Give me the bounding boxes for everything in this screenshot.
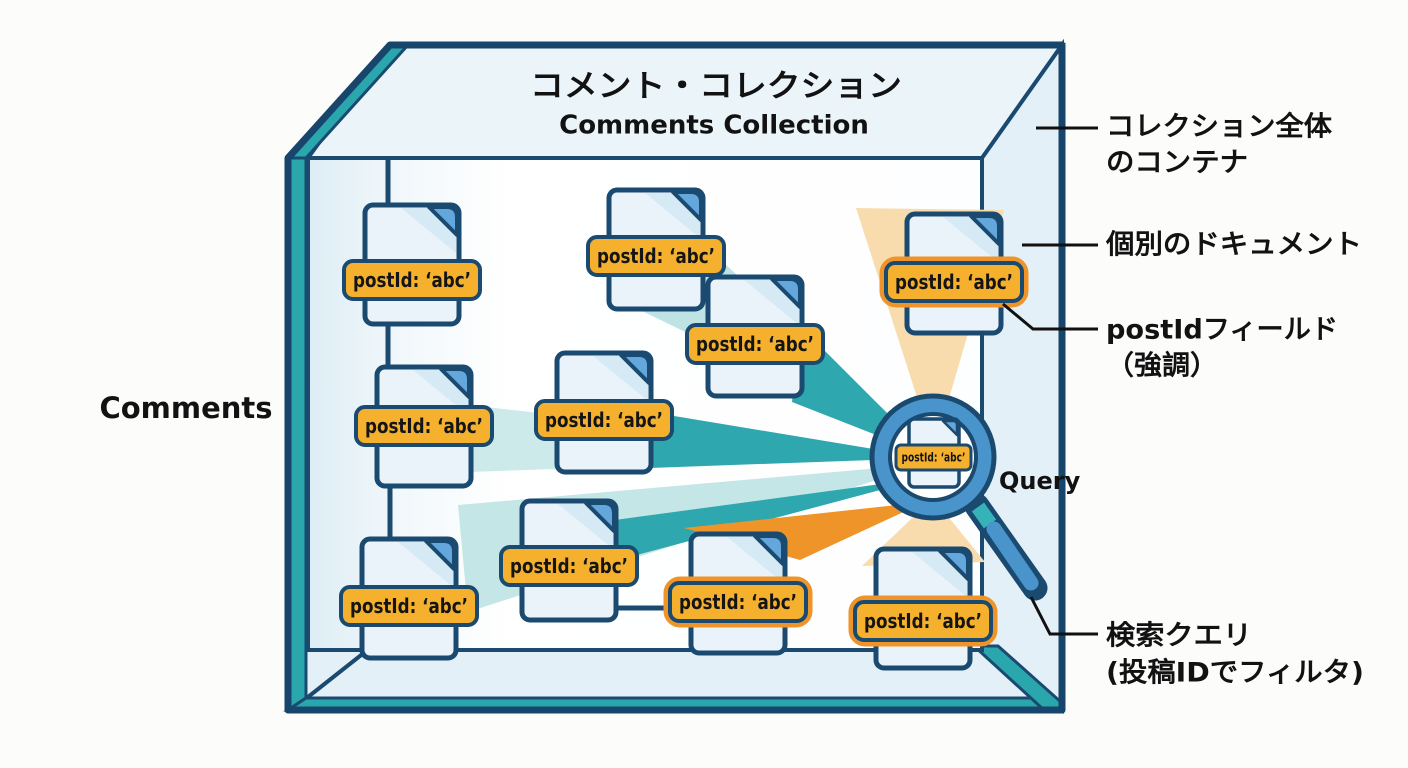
field-label	[884, 261, 1024, 303]
page-fold-shadow	[558, 504, 613, 549]
page-fold-shadow	[727, 537, 782, 582]
box-outline	[284, 41, 1066, 714]
callout-line-query	[1029, 596, 1098, 636]
page-fold-shadow	[943, 217, 998, 262]
page-fold-icon	[619, 353, 651, 385]
callout-lines	[1002, 126, 1098, 636]
page-fold-shadow	[401, 208, 456, 253]
document: postId: ‘abc’	[534, 350, 674, 475]
document: postId: ‘abc’	[685, 274, 825, 399]
field-label-text: postId: ‘abc’	[510, 554, 628, 578]
query-label: Query	[999, 467, 1081, 495]
callout-container-line1: コレクション全体	[1106, 111, 1333, 143]
page-fold-icon	[427, 205, 459, 237]
callout-line-field	[1002, 302, 1098, 331]
box-floor	[288, 650, 1062, 710]
document: postId: ‘abc’	[342, 202, 482, 327]
comments-side-label: Comments	[99, 391, 272, 425]
callout-container-line2: のコンテナ	[1106, 148, 1248, 179]
collection-title-ja: コメント・コレクション	[530, 69, 902, 105]
lens-field-label	[894, 443, 973, 472]
document: postId: ‘abc’	[499, 498, 639, 623]
field-label-text: postId: ‘abc’	[597, 244, 715, 268]
magnifier-handle-shaft	[986, 521, 1039, 591]
field-label-text: postId: ‘abc’	[545, 408, 663, 432]
callout-texts: コレクション全体 のコンテナ 個別のドキュメント postIdフィールド （強調…	[1105, 111, 1364, 689]
collection-title-en: Comments Collection	[559, 111, 869, 141]
page-fold-shadow	[912, 552, 967, 597]
callout-field-line2: （強調）	[1106, 350, 1218, 382]
field-label-text: postId: ‘abc’	[895, 270, 1013, 294]
field-label	[339, 585, 479, 627]
field-label	[685, 323, 825, 365]
field-label	[499, 545, 639, 587]
field-label	[354, 405, 494, 447]
beam-to-doc9-orange	[684, 502, 925, 560]
page-fold-shadow	[413, 370, 468, 415]
field-label-text: postId: ‘abc’	[353, 268, 471, 292]
field-label-text: postId: ‘abc’	[864, 609, 982, 633]
field-label-text: postId: ‘abc’	[696, 332, 814, 356]
field-label	[342, 259, 482, 301]
callout-query-line1: 検索クエリ	[1106, 621, 1252, 652]
documents-layer: postId: ‘abc’ postId: ‘abc’ postId: ‘abc’ p…	[339, 187, 1029, 671]
page-fold-icon	[584, 501, 616, 533]
document: postId: ‘abc’	[339, 536, 479, 661]
document-highlighted: postId: ‘abc’	[879, 211, 1029, 336]
query-magnifier[interactable]: postId: ‘abc’	[869, 393, 1048, 601]
document: postId: ‘abc’	[586, 187, 726, 312]
document-highlighted: postId: ‘abc’	[848, 546, 998, 671]
page-fold-shadow	[398, 542, 453, 587]
page-fold-icon	[671, 190, 703, 222]
magnifier-handle-joint	[971, 502, 997, 529]
page-fold-icon	[753, 534, 785, 566]
field-label	[853, 600, 993, 642]
field-label	[534, 399, 674, 441]
field-label-text: postId: ‘abc’	[350, 594, 468, 618]
document: postId: ‘abc’	[354, 364, 494, 489]
callout-document-line1: 個別のドキュメント	[1105, 230, 1362, 261]
page-fold-icon	[938, 549, 970, 581]
page-fold-shadow	[744, 280, 799, 325]
lens-field-label-text: postId: ‘abc’	[902, 450, 966, 465]
callout-query-line2: (投稿IDでフィルタ)	[1106, 657, 1364, 689]
field-label-text: postId: ‘abc’	[679, 590, 797, 614]
field-label-text: postId: ‘abc’	[365, 414, 483, 438]
page-fold-shadow	[593, 356, 648, 401]
page-fold-icon	[770, 277, 802, 309]
page-fold-icon	[969, 214, 1001, 246]
page-fold-icon	[439, 367, 471, 399]
page-fold-icon	[424, 539, 456, 571]
box-floor-corner-line	[306, 650, 367, 699]
field-label	[668, 581, 808, 623]
lens-document: postId: ‘abc’	[894, 417, 973, 489]
page-fold-shadow	[645, 193, 700, 238]
field-label	[586, 235, 726, 277]
callout-field-line1: postIdフィールド	[1106, 315, 1338, 346]
beam-to-doc6	[650, 412, 928, 468]
document-highlighted: postId: ‘abc’	[663, 531, 813, 656]
